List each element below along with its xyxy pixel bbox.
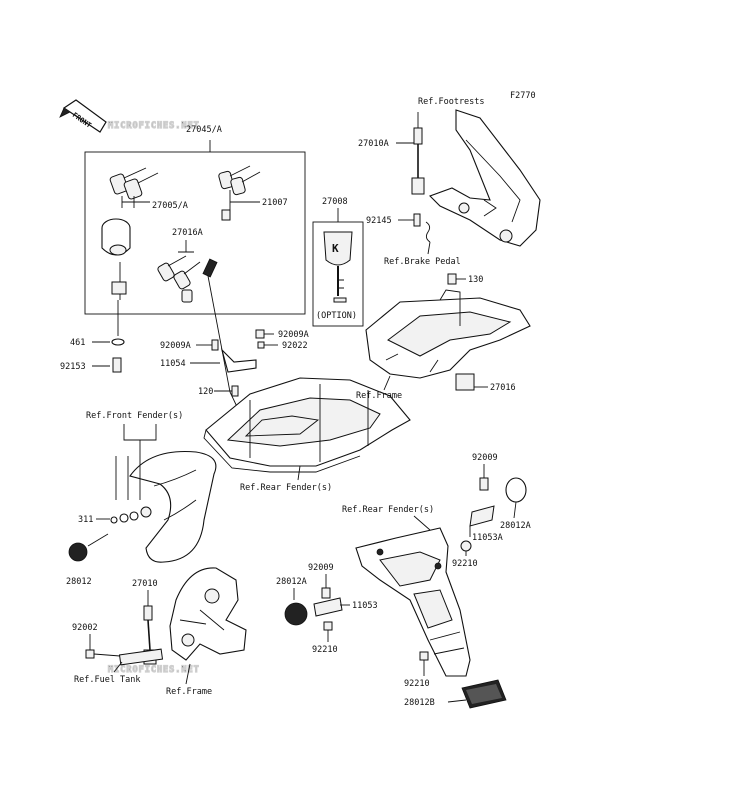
- ignition-set-box: [84, 151, 306, 315]
- label-27005: 27005/A: [152, 201, 188, 211]
- label-ref-footrests: Ref.Footrests: [418, 97, 485, 107]
- label-ref-frame-bottom: Ref.Frame: [166, 687, 212, 697]
- label-130: 130: [468, 275, 483, 285]
- label-92009-right: 92009: [472, 453, 498, 463]
- reflector-28012a-right-icon: [505, 477, 527, 503]
- label-27010: 27010: [132, 579, 158, 589]
- label-ref-frame-top: Ref.Frame: [356, 391, 402, 401]
- label-92210-right: 92210: [452, 559, 478, 569]
- diagram-code: F2770: [510, 91, 536, 101]
- label-92009a-right: 92009A: [278, 330, 309, 340]
- label-28012a-left: 28012A: [276, 577, 307, 587]
- label-21007: 21007: [262, 198, 288, 208]
- reflector-28012b-icon: [461, 679, 507, 709]
- label-92210-bottom: 92210: [404, 679, 430, 689]
- label-28012b: 28012B: [404, 698, 435, 708]
- option-key-icon: K: [323, 231, 353, 303]
- rear-frame: [365, 289, 531, 391]
- reflector-28012a-left-icon: [284, 602, 308, 626]
- label-27016a: 27016A: [172, 228, 203, 238]
- label-11054: 11054: [160, 359, 186, 369]
- reflector-28012-icon: [68, 542, 88, 562]
- front-fender: [129, 450, 217, 563]
- label-120: 120: [198, 387, 213, 397]
- label-92009a-left: 92009A: [160, 341, 191, 351]
- label-ref-rear-fender-top: Ref.Rear Fender(s): [240, 483, 332, 493]
- brake-light-switch-icon: [411, 112, 425, 195]
- front-arrow-icon: FRONT: [59, 99, 107, 133]
- label-27010a: 27010A: [358, 139, 389, 149]
- label-92145: 92145: [366, 216, 392, 226]
- key-pair-icon: [218, 165, 261, 221]
- label-311: 311: [78, 515, 93, 525]
- footrest-bracket: [429, 109, 541, 247]
- label-28012a-right: 28012A: [500, 521, 531, 531]
- label-option: (OPTION): [316, 311, 357, 321]
- label-28012: 28012: [66, 577, 92, 587]
- option-key-box: [312, 221, 364, 327]
- label-ref-rear-fender-bottom: Ref.Rear Fender(s): [342, 505, 434, 515]
- label-ref-front-fender: Ref.Front Fender(s): [86, 411, 183, 421]
- label-11053a: 11053A: [472, 533, 503, 543]
- svg-text:K: K: [332, 242, 339, 255]
- label-27016: 27016: [490, 383, 516, 393]
- ignition-switch-icon: [101, 218, 131, 336]
- label-27008: 27008: [322, 197, 348, 207]
- label-ref-fuel-tank: Ref.Fuel Tank: [74, 675, 141, 685]
- key-set-icon: [157, 255, 218, 303]
- label-92009-mid: 92009: [308, 563, 334, 573]
- key-pair-icon: [109, 167, 159, 200]
- label-11053: 11053: [352, 601, 378, 611]
- label-92002: 92002: [72, 623, 98, 633]
- label-ref-brake-pedal: Ref.Brake Pedal: [384, 257, 461, 267]
- label-92022: 92022: [282, 341, 308, 351]
- watermark-bottom: MICROFICHES.NET: [108, 665, 200, 675]
- label-92153: 92153: [60, 362, 86, 372]
- license-plate-bracket: [355, 527, 471, 677]
- label-27045: 27045/A: [186, 125, 222, 135]
- rear-fender-tray: [203, 377, 411, 473]
- front-frame-section: [118, 567, 247, 666]
- label-92210-mid: 92210: [312, 645, 338, 655]
- watermark-top: MICROFICHES.NET: [108, 121, 200, 131]
- label-461: 461: [70, 338, 85, 348]
